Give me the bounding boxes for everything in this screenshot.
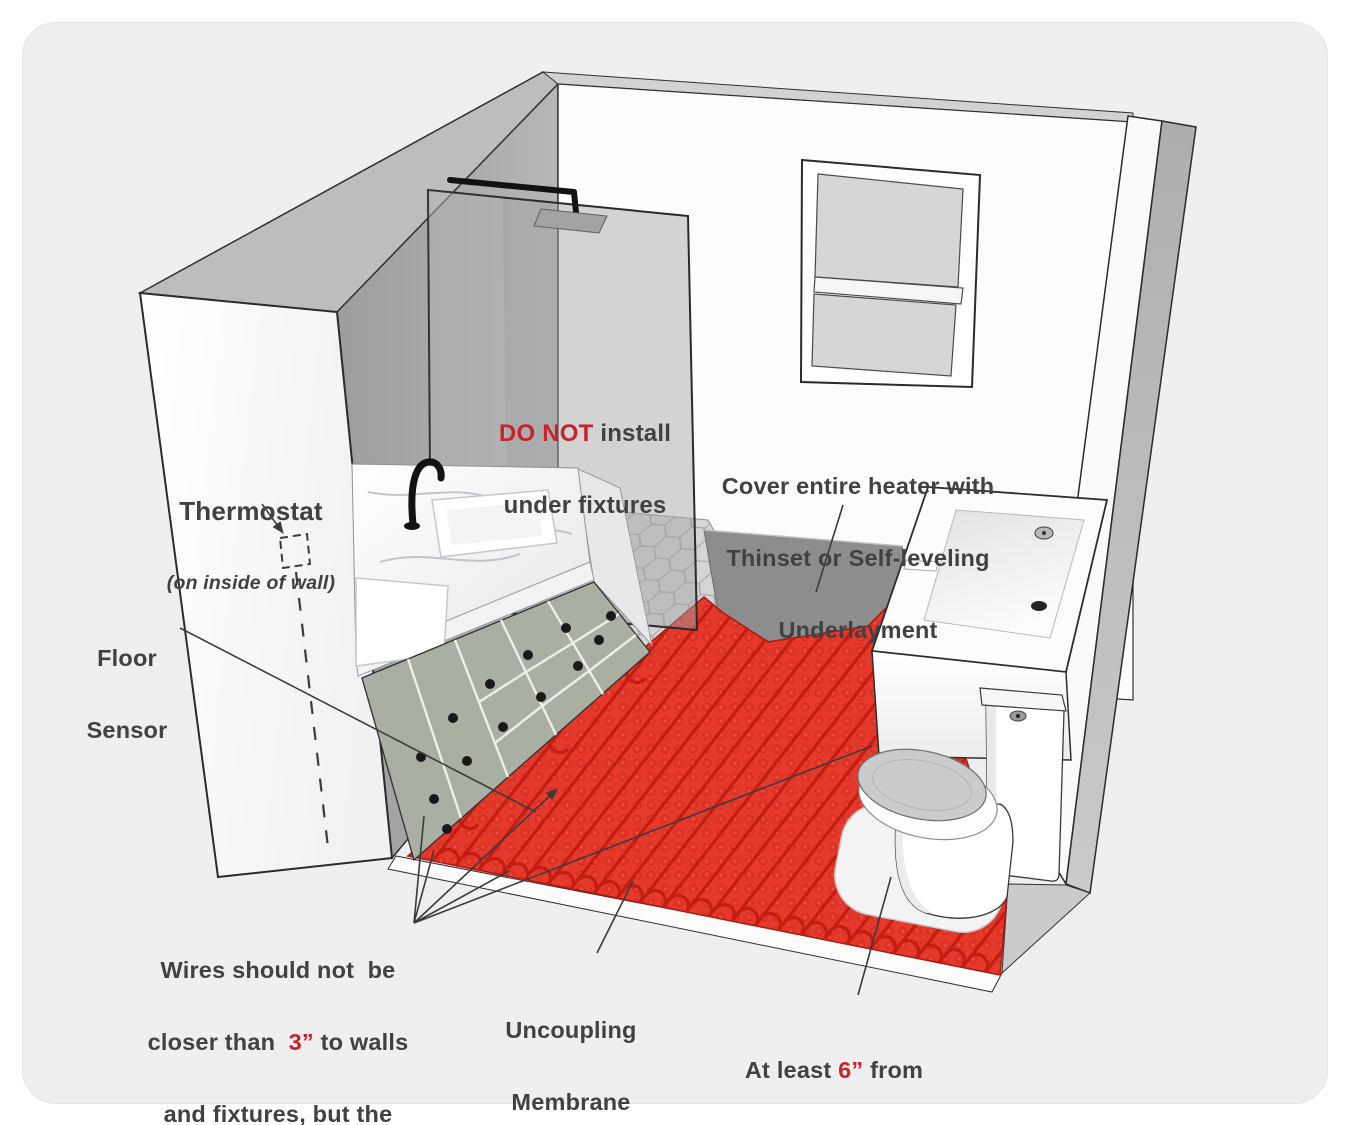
vanity (351, 458, 653, 862)
wires-line-1: Wires should not be (160, 957, 396, 983)
annotation-floor-sensor: Floor Sensor (87, 598, 168, 790)
thermostat-sublabel: (on inside of wall) (166, 572, 336, 594)
at-least-1c: from (863, 1057, 924, 1083)
toilet-seat-contour (872, 758, 972, 812)
annotation-toilet-drain: At least 6” from toilet drain (gasket) (724, 1010, 945, 1125)
at-least-6in-red: 6” (838, 1057, 864, 1083)
left-wall-cut-face (138, 291, 394, 879)
wires-leader-5 (413, 745, 873, 924)
thermostat-dashed-box (278, 532, 312, 570)
toilet-tank-lid (979, 687, 1067, 712)
annotation-do-not-install: DO NOT install under fixtures (499, 374, 671, 566)
wires-leader-1 (413, 815, 425, 924)
cover-line-3: Underlayment (778, 617, 938, 643)
wires-leader-2 (413, 849, 435, 924)
uncoupling-line-1: Uncoupling (505, 1017, 637, 1043)
heated-uncoupling-membrane (406, 584, 1010, 976)
at-least-line-1: At least 6” from (724, 1058, 945, 1082)
toilet-flush-button-dot (1016, 714, 1020, 718)
do-not-rest-text: install (593, 420, 672, 447)
thinset-leader (815, 504, 844, 593)
tub-overflow-drain-hole (1042, 531, 1046, 535)
window (799, 158, 982, 389)
toilet (857, 687, 1067, 919)
uncoupling-leader (596, 880, 634, 954)
cabinet-knobs (416, 611, 616, 834)
tub-overflow-slot (903, 559, 939, 572)
thermostat-wire-dashed-line (294, 571, 331, 857)
shower-arm (447, 177, 579, 215)
toilet-base-shade (895, 810, 932, 913)
toilet-drain-leader (857, 876, 892, 996)
wires-leader-4-arrow (413, 788, 558, 924)
annotation-uncoupling-membrane: Uncoupling Membrane (505, 970, 636, 1125)
uncoupling-line-2: Membrane (511, 1089, 631, 1115)
do-not-line-1: DO NOT install (499, 422, 671, 446)
wires-line-3: and fixtures, but the (163, 1101, 393, 1125)
annotation-cover-heater: Cover entire heater with Thinset or Self… (722, 426, 995, 690)
sink-basin-right-inner (446, 502, 543, 545)
wires-leader-3 (413, 870, 510, 924)
do-not-line-2: under fixtures (503, 492, 667, 519)
window-upper-pane (814, 173, 964, 288)
at-least-1a: At least (744, 1057, 839, 1083)
wires-line-2c: to walls (313, 1029, 409, 1055)
annotation-wires-clearance: Wires should not be closer than 3” to wa… (148, 910, 409, 1125)
do-not-red-text: DO NOT (498, 420, 594, 447)
window-sash-rail (813, 276, 964, 305)
tub-drain (1031, 601, 1047, 611)
cover-line-1: Cover entire heater with (721, 473, 995, 499)
cover-line-2: Thinset or Self-leveling (726, 545, 990, 571)
floor-sensor-line-1: Floor (97, 645, 157, 671)
faucet-base (404, 522, 420, 530)
floor-sensor-line-2: Sensor (86, 717, 168, 743)
window-lower-pane (811, 293, 957, 377)
wires-line-2: closer than 3” to walls (148, 1030, 409, 1054)
wires-3in-red: 3” (288, 1029, 314, 1055)
shower-head (533, 208, 608, 234)
bare-floor-wedge (1001, 883, 1091, 975)
thermostat-leader-arrow (261, 503, 284, 534)
leader-lines (179, 503, 892, 996)
faucet (408, 458, 445, 528)
thermostat-label: Thermostat (179, 496, 323, 526)
wires-line-2a: closer than (147, 1029, 289, 1055)
bathtub (870, 486, 1109, 761)
annotation-thermostat: Thermostat (on inside of wall) (167, 450, 335, 642)
floor-sensor-leader (179, 627, 537, 813)
cabinet-frame-lines (406, 600, 637, 819)
